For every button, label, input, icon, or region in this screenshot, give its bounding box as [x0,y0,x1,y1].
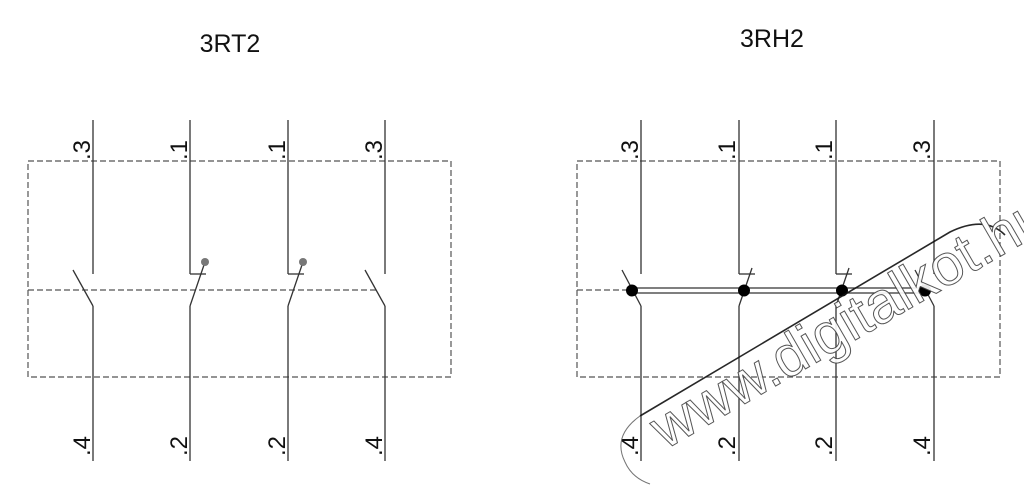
terminal-top: .1 [714,140,741,160]
terminal-bottom: .4 [909,436,936,456]
diagram-title: 3RT2 [200,30,261,58]
diagram-title: 3RH2 [740,25,804,53]
diagram-3rt2: 3RT2 .3 .1 .1 .3 .4 .2 .2 .4 [27,30,452,461]
terminal-top: .3 [69,140,96,160]
contact-no [72,120,94,461]
indicator-dot [201,258,209,266]
housing-outline [27,160,452,378]
terminal-top: .1 [166,140,193,160]
terminal-top: .1 [811,140,838,160]
contact-no [364,120,386,461]
terminal-bottom: .4 [617,436,644,456]
link-dot [626,284,638,297]
terminal-top: .3 [909,140,936,160]
contact-nc [738,120,755,461]
watermark-text: www.digitalkot.hu [638,181,1024,462]
housing-outline [576,160,1001,378]
contact-nc [287,120,307,461]
terminal-bottom: .4 [69,436,96,456]
terminal-bottom: .4 [361,436,388,456]
contact-nc [189,120,209,461]
mechanical-link [626,284,931,297]
diagram-3rh2: 3RH2 .3 .1 .1 .3 .4 .2 .2 .4 [576,25,1001,461]
terminal-bottom: .2 [166,436,193,456]
terminal-top: .3 [617,140,644,160]
terminal-bottom: .2 [714,436,741,456]
terminal-bottom: .2 [264,436,291,456]
link-dot [738,284,750,297]
terminal-bottom: .2 [811,436,838,456]
terminal-top: .1 [264,140,291,160]
indicator-dot [299,258,307,266]
terminal-top: .3 [361,140,388,160]
link-dot [919,284,931,297]
